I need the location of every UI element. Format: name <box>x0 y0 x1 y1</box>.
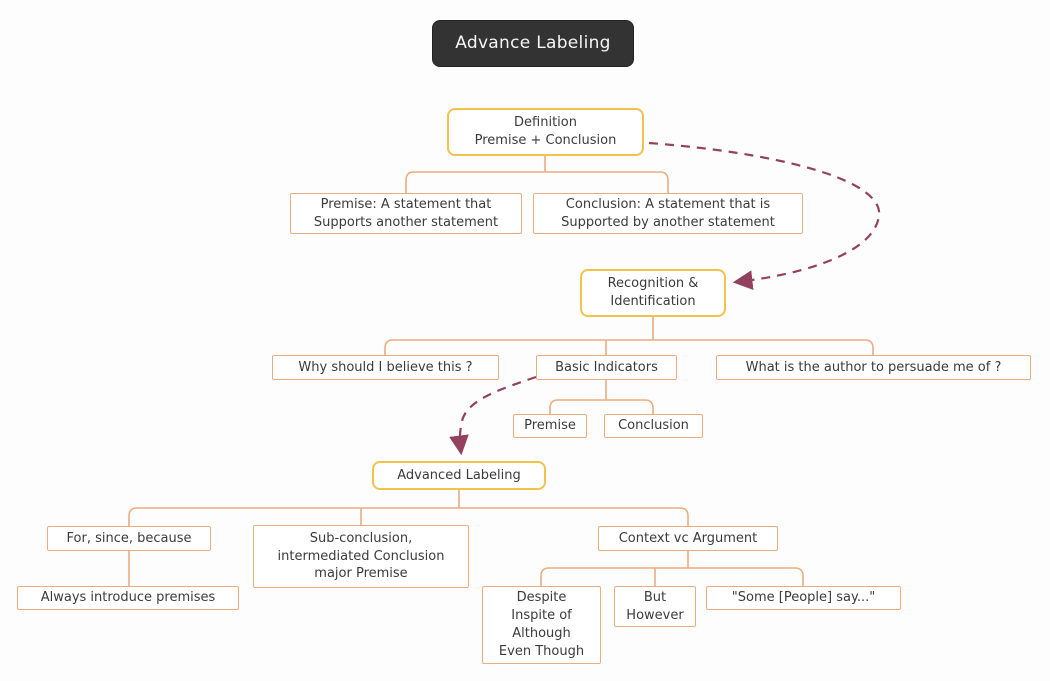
connector-recognition-children <box>384 317 874 355</box>
connector-definition-children <box>405 156 669 193</box>
node-definition[interactable]: Definition Premise + Conclusion <box>447 108 644 156</box>
node-context-vc-argument[interactable]: Context vc Argument <box>598 526 778 551</box>
node-premise-definition[interactable]: Premise: A statement that Supports anoth… <box>290 193 522 234</box>
connector-advanced-labeling-children <box>128 490 689 526</box>
node-basic-indicators[interactable]: Basic Indicators <box>536 355 677 380</box>
node-despite-inspite[interactable]: Despite Inspite of Although Even Though <box>482 586 601 664</box>
connector-context-children <box>540 551 804 586</box>
node-always-introduce-premises[interactable]: Always introduce premises <box>17 586 239 610</box>
node-advanced-labeling[interactable]: Advanced Labeling <box>372 461 546 490</box>
node-conclusion-definition[interactable]: Conclusion: A statement that is Supporte… <box>533 193 803 234</box>
node-but-however[interactable]: But However <box>614 586 696 627</box>
node-author-persuade[interactable]: What is the author to persuade me of ? <box>716 355 1031 380</box>
node-why-should-i-believe[interactable]: Why should I believe this ? <box>272 355 499 380</box>
connector-basic-indicators-children <box>549 380 654 414</box>
node-advance-labeling-title[interactable]: Advance Labeling <box>432 20 634 67</box>
node-premise-indicator[interactable]: Premise <box>513 414 587 438</box>
node-sub-conclusion[interactable]: Sub-conclusion, intermediated Conclusion… <box>253 525 469 588</box>
node-recognition-identification[interactable]: Recognition & Identification <box>580 269 726 317</box>
node-conclusion-indicator[interactable]: Conclusion <box>604 414 703 438</box>
node-for-since-because[interactable]: For, since, because <box>47 526 211 551</box>
node-some-people-say[interactable]: "Some [People] say..." <box>706 586 901 610</box>
